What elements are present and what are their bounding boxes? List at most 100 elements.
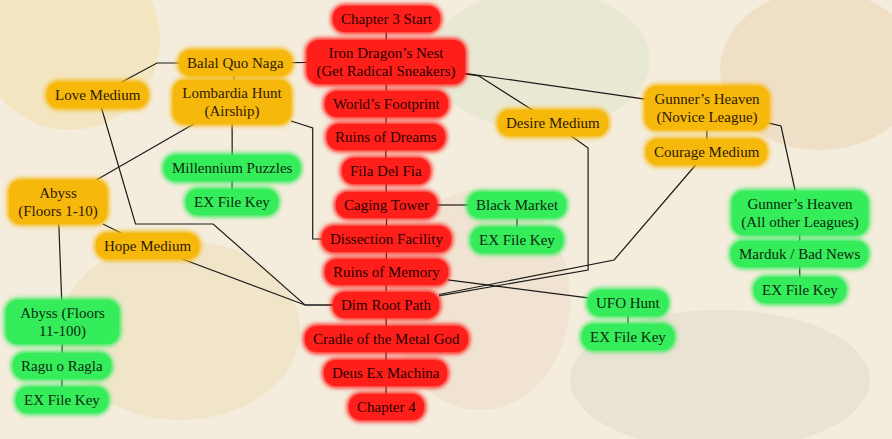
route-connector <box>769 123 795 191</box>
connector-line <box>516 218 517 227</box>
optional-box: Desire Medium <box>498 110 608 136</box>
route-connector <box>386 352 387 360</box>
connector-line <box>291 121 322 239</box>
connector-line <box>799 267 800 277</box>
story-box: Chapter 3 Start <box>333 6 440 32</box>
route-connector <box>386 84 387 91</box>
optional-box: Gunner’s Heaven (Novice League) <box>645 86 769 130</box>
connector-line <box>627 316 628 324</box>
location-label: EX File Key <box>24 391 100 409</box>
location-label: Gunner’s Heaven (All other Leagues) <box>740 195 860 231</box>
route-connector <box>517 218 518 227</box>
route-connector <box>122 63 179 82</box>
reward-box: Gunner’s Heaven (All other Leagues) <box>732 191 868 235</box>
story-box: Cradle of the Metal God <box>305 326 468 352</box>
location-label: Deus Ex Machina <box>332 364 439 382</box>
reward-box: EX File Key <box>471 227 563 253</box>
route-connector <box>232 124 233 155</box>
connector-line <box>439 136 588 296</box>
route-connector <box>386 285 387 292</box>
route-connector <box>61 379 62 387</box>
connector-line <box>386 218 387 226</box>
connector-line <box>385 352 386 360</box>
story-box: Deus Ex Machina <box>324 360 447 386</box>
connector-line <box>465 74 532 110</box>
reward-box: Ragu o Ragla <box>13 353 111 379</box>
location-label: Millennium Puzzles <box>172 159 292 177</box>
location-label: Ruins of Dreams <box>335 128 437 146</box>
route-connector <box>437 205 468 206</box>
location-label: Abyss (Floors 1-10) <box>17 184 99 220</box>
location-label: EX File Key <box>590 328 666 346</box>
reward-box: UFO Hunt <box>588 290 668 316</box>
optional-box: Love Medium <box>47 82 148 108</box>
connector-line <box>232 124 233 155</box>
route-connector <box>627 316 628 324</box>
story-box: Iron Dragon’s Nest (Get Radical Sneakers… <box>307 40 465 84</box>
location-label: Chapter 4 <box>357 398 416 416</box>
connector-line <box>448 280 588 298</box>
location-label: Ragu o Ragla <box>21 357 103 375</box>
location-label: Black Market <box>476 196 558 214</box>
story-box: World’s Footprint <box>325 91 448 117</box>
location-label: EX File Key <box>479 231 555 249</box>
connector-line <box>61 344 62 353</box>
reward-box: EX File Key <box>582 324 674 350</box>
reward-box: EX File Key <box>186 189 278 215</box>
reward-box: Black Market <box>468 192 566 218</box>
route-connector <box>386 117 387 124</box>
story-box: Fila Del Fia <box>342 158 430 184</box>
connector-line <box>182 259 333 305</box>
optional-box: Balal Quo Naga <box>179 50 292 76</box>
location-label: Love Medium <box>55 86 140 104</box>
route-connector <box>59 224 62 300</box>
connector-line <box>59 224 62 300</box>
connector-line <box>231 181 232 189</box>
location-label: Desire Medium <box>506 114 600 132</box>
location-label: World’s Footprint <box>333 95 440 113</box>
route-connector <box>386 252 387 259</box>
route-connector <box>386 32 387 40</box>
location-label: Chapter 3 Start <box>341 10 432 28</box>
route-connector <box>386 386 387 394</box>
route-connector <box>292 62 307 63</box>
location-label: Dissection Facility <box>330 230 443 248</box>
connector-line <box>386 184 387 192</box>
connector-line <box>437 204 468 205</box>
route-connector <box>385 150 386 158</box>
location-label: Marduk / Bad News <box>739 245 860 263</box>
route-connector <box>182 259 333 305</box>
faded-figure <box>570 310 870 439</box>
reward-box: Marduk / Bad News <box>731 241 868 267</box>
optional-box: Abyss (Floors 1-10) <box>9 180 107 224</box>
connector-line <box>439 165 696 295</box>
connector-line <box>386 318 387 326</box>
route-connector <box>448 280 588 298</box>
connector-line <box>122 63 179 82</box>
location-label: Cradle of the Metal God <box>313 330 460 348</box>
route-connector <box>465 73 645 99</box>
connector-line <box>386 252 387 259</box>
connector-line <box>103 224 121 233</box>
reward-box: Millennium Puzzles <box>164 155 300 181</box>
connector-line <box>706 130 707 139</box>
route-connector <box>232 181 233 189</box>
route-connector <box>386 318 387 326</box>
route-connector <box>706 130 707 139</box>
route-connector <box>62 344 63 353</box>
location-label: Dim Root Path <box>341 296 431 314</box>
connector-line <box>465 73 645 99</box>
route-connector <box>102 108 334 305</box>
location-label: Hope Medium <box>104 237 191 255</box>
connector-line <box>385 386 386 394</box>
story-box: Ruins of Dreams <box>327 124 445 150</box>
connector-line <box>61 379 62 387</box>
reward-box: Abyss (Floors 11-100) <box>6 300 119 344</box>
optional-box: Lombardia Hunt (Airship) <box>173 80 291 124</box>
route-connector <box>386 218 387 226</box>
story-box: Dim Root Path <box>333 292 439 318</box>
connector-line <box>385 150 386 158</box>
connector-line <box>102 108 334 305</box>
connector-line <box>386 285 387 292</box>
connector-line <box>292 62 307 63</box>
